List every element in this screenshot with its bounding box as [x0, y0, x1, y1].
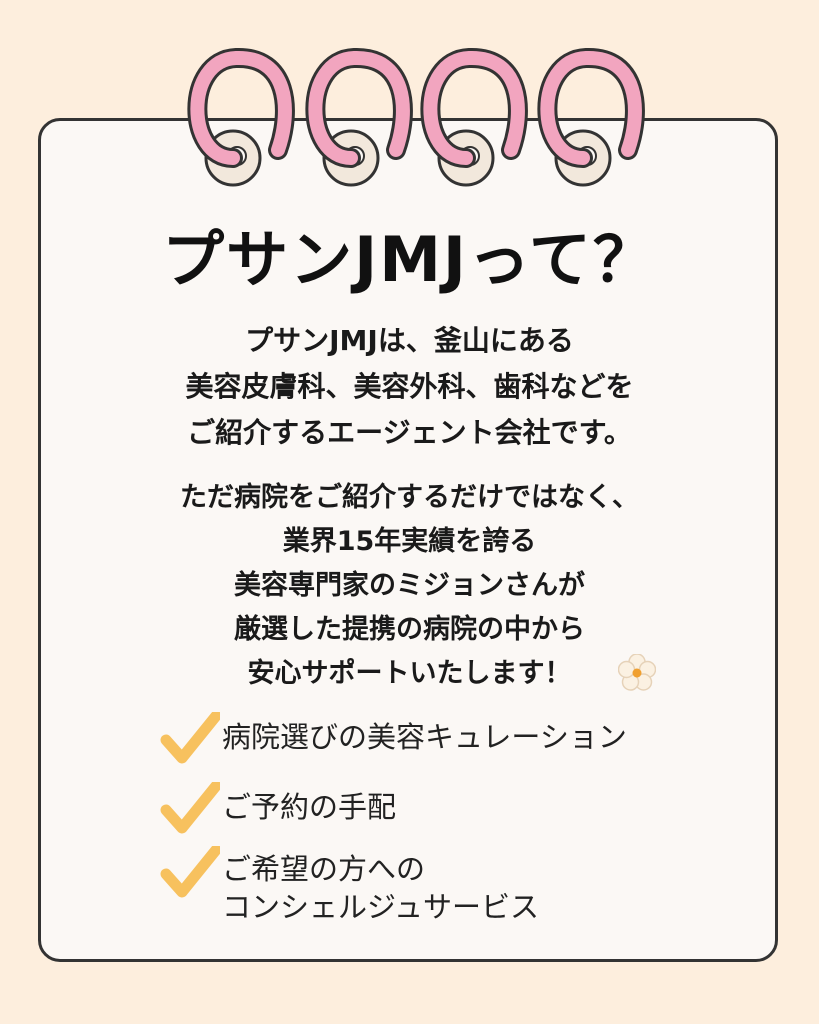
- feature-text: ご希望の方への コンシェルジュサービス: [222, 850, 539, 926]
- feature-line: コンシェルジュサービス: [222, 890, 539, 924]
- feature-line: ご希望の方への: [222, 852, 426, 886]
- spiral-ring-2: [305, 48, 413, 187]
- check-icon: [160, 712, 220, 764]
- detail-line: 美容専門家のミジョンさんが: [234, 570, 585, 601]
- flower-icon: [618, 654, 656, 691]
- detail-line: 業界15年実績を誇る: [282, 526, 537, 557]
- check-icon: [160, 782, 220, 834]
- intro-line: ご紹介するエージェント会社です。: [187, 416, 632, 449]
- detail-line: 安心サポートいたします！: [247, 658, 572, 689]
- feature-line: 病院選びの美容キュレーション: [222, 720, 627, 754]
- check-icon: [160, 846, 220, 898]
- page-title: プサンJMJって？: [162, 223, 657, 296]
- spiral-ring-1: [187, 48, 295, 187]
- spiral-ring-3: [420, 48, 528, 187]
- intro-line: 美容皮膚科、美容外科、歯科などを: [185, 370, 634, 403]
- intro-line: プサンJMJは、釜山にある: [245, 324, 574, 357]
- detail-line: 厳選した提携の病院の中から: [234, 614, 585, 645]
- feature-text: ご予約の手配: [222, 788, 396, 826]
- spiral-binding: [187, 48, 645, 187]
- feature-text: 病院選びの美容キュレーション: [222, 718, 627, 756]
- intro-text: プサンJMJは、釜山にある 美容皮膚科、美容外科、歯科などを ご紹介するエージェ…: [0, 318, 819, 456]
- feature-line: ご予約の手配: [222, 790, 397, 824]
- detail-text: ただ病院をご紹介するだけではなく、 業界15年実績を誇る 美容専門家のミジョンさ…: [0, 476, 819, 696]
- note-card: [38, 118, 778, 962]
- detail-line: ただ病院をご紹介するだけではなく、: [180, 482, 639, 513]
- spiral-ring-4: [537, 48, 645, 187]
